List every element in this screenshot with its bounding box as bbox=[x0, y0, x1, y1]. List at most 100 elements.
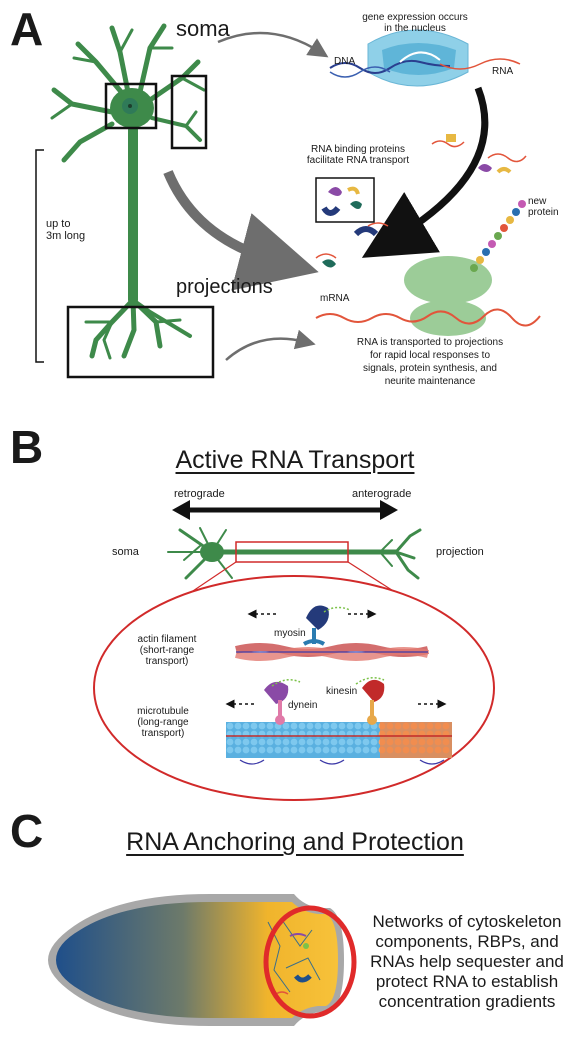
soma-b-label: soma bbox=[112, 546, 139, 558]
axon-zoom-box bbox=[235, 541, 349, 563]
soma-label: soma bbox=[176, 16, 230, 41]
panel-c-description: Networks of cytoskeleton components, RBP… bbox=[370, 912, 564, 1011]
tubulin-bead bbox=[234, 738, 242, 746]
tubulin-bead bbox=[226, 746, 234, 754]
tubulin-bead bbox=[298, 722, 306, 730]
tubulin-bead bbox=[314, 738, 322, 746]
dynein-motor bbox=[264, 679, 301, 725]
anchoring-highlight bbox=[263, 905, 357, 1019]
kinesin-motor bbox=[355, 677, 385, 725]
tubulin-bead bbox=[290, 722, 298, 730]
transport-note: RNA is transported to projections for ra… bbox=[356, 337, 504, 387]
tubulin-bead bbox=[338, 722, 346, 730]
tubulin-bead bbox=[354, 722, 362, 730]
dendrite-box bbox=[170, 74, 208, 150]
mrna-label: mRNA bbox=[320, 293, 350, 304]
tubulin-bead bbox=[314, 746, 322, 754]
tubulin-bead bbox=[322, 746, 330, 754]
anterograde-label: anterograde bbox=[352, 488, 412, 500]
retrograde-label: retrograde bbox=[174, 488, 225, 500]
arrow-soma-to-nucleus bbox=[217, 31, 329, 58]
tubulin-bead bbox=[346, 746, 354, 754]
tubulin-bead bbox=[362, 746, 370, 754]
rbp-label: RNA binding proteins facilitate RNA tran… bbox=[306, 144, 410, 166]
rbp-icons bbox=[321, 186, 362, 216]
rna-fragments bbox=[315, 134, 527, 268]
gene-expression-label: gene expression occurs in the nucleus bbox=[362, 12, 468, 34]
panel-c-title: RNA Anchoring and Protection bbox=[126, 828, 464, 856]
tubulin-bead bbox=[266, 722, 274, 730]
cell-illustration bbox=[48, 894, 344, 1026]
panel-b-title: Active RNA Transport bbox=[175, 446, 415, 474]
tubulin-bead bbox=[234, 722, 242, 730]
tubulin-bead bbox=[274, 746, 282, 754]
tubulin-bead bbox=[242, 746, 250, 754]
new-protein-label: new protein bbox=[528, 196, 559, 218]
tubulin-bead bbox=[242, 738, 250, 746]
tubulin-bead bbox=[338, 746, 346, 754]
tubulin-bead bbox=[226, 722, 234, 730]
tubulin-bead bbox=[346, 738, 354, 746]
tubulin-bead bbox=[298, 738, 306, 746]
projection-b-label: projection bbox=[436, 546, 484, 558]
tubulin-bead bbox=[306, 746, 314, 754]
tubulin-bead bbox=[266, 746, 274, 754]
zoom-oval bbox=[93, 575, 495, 801]
neuron-illustration bbox=[50, 23, 206, 360]
tubulin-bead bbox=[338, 738, 346, 746]
tubulin-bead bbox=[330, 722, 338, 730]
myosin-motor bbox=[302, 605, 351, 646]
kinesin-label: kinesin bbox=[326, 686, 358, 697]
tubulin-bead bbox=[306, 722, 314, 730]
arrow-transport bbox=[361, 86, 489, 258]
projections-label: projections bbox=[176, 276, 273, 298]
tubulin-bead bbox=[258, 722, 266, 730]
rbp-box bbox=[315, 177, 375, 223]
tubulin-bead bbox=[266, 738, 274, 746]
panel-a-letter: A bbox=[10, 3, 44, 55]
tubulin-bead bbox=[370, 746, 378, 754]
tubulin-bead bbox=[282, 738, 290, 746]
tubulin-bead bbox=[250, 722, 258, 730]
dna-label: DNA bbox=[334, 56, 356, 67]
actin-label: actin filament (short-range transport) bbox=[137, 634, 197, 667]
tubulin-bead bbox=[298, 746, 306, 754]
tubulin-bead bbox=[282, 722, 290, 730]
tubulin-bead bbox=[330, 738, 338, 746]
tubulin-bead bbox=[290, 746, 298, 754]
tubulin-bead bbox=[226, 738, 234, 746]
tubulin-bead bbox=[330, 746, 338, 754]
tubulin-bead bbox=[306, 738, 314, 746]
actin-filament bbox=[235, 643, 429, 661]
tubulin-bead bbox=[362, 738, 370, 746]
soma-small bbox=[200, 542, 224, 562]
length-label: up to 3m long bbox=[46, 218, 86, 242]
tubulin-bead bbox=[282, 746, 290, 754]
arrow-to-projection bbox=[163, 170, 319, 291]
nucleus-illustration bbox=[329, 29, 521, 87]
soma-box bbox=[104, 82, 158, 130]
tubulin-bead bbox=[258, 738, 266, 746]
tubulin-bead bbox=[234, 746, 242, 754]
projection-box bbox=[66, 305, 215, 379]
panel-c-letter: C bbox=[10, 805, 44, 857]
tubulin-bead bbox=[274, 738, 282, 746]
tubulin-bead bbox=[290, 738, 298, 746]
tubulin-bead bbox=[258, 746, 266, 754]
dynein-label: dynein bbox=[288, 700, 318, 711]
microtubule-label: microtubule (long-range transport) bbox=[137, 706, 189, 739]
arrow-projection-to-synthesis bbox=[225, 329, 316, 361]
tubulin-bead bbox=[242, 722, 250, 730]
tubulin-bead bbox=[346, 722, 354, 730]
tubulin-bead bbox=[354, 746, 362, 754]
ribosome-illustration bbox=[315, 200, 541, 336]
tubulin-bead bbox=[314, 722, 322, 730]
rna-label: RNA bbox=[492, 66, 514, 77]
tubulin-bead bbox=[322, 738, 330, 746]
tubulin-bead bbox=[370, 738, 378, 746]
tubulin-bead bbox=[250, 738, 258, 746]
tubulin-bead bbox=[250, 746, 258, 754]
panel-b-letter: B bbox=[10, 421, 44, 473]
myosin-label: myosin bbox=[274, 628, 306, 639]
